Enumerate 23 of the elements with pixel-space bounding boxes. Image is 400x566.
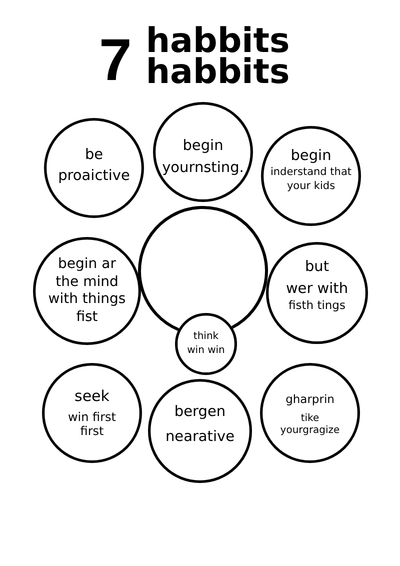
bubble-circle bbox=[260, 363, 360, 463]
bubble-text: inderstand that your kids bbox=[269, 166, 353, 193]
bubble-circle bbox=[42, 363, 142, 463]
bubble-circle bbox=[266, 242, 368, 344]
bubble-text: begin ar the mind with things fist bbox=[47, 256, 127, 326]
bubble-text: begin yournsting. bbox=[161, 137, 245, 178]
bubble-text: begin bbox=[290, 147, 332, 166]
bubble-text: think win win bbox=[186, 330, 226, 358]
bubble-text: win first first bbox=[66, 410, 118, 439]
bubble-text: wer with bbox=[284, 280, 350, 298]
bubble-text: but bbox=[304, 258, 330, 276]
bubble-circle bbox=[44, 118, 144, 218]
bubble-circle bbox=[261, 126, 361, 226]
bubble-text: tike yourgragize bbox=[279, 412, 341, 438]
bubble-text: gharprin bbox=[284, 392, 336, 407]
bubble-text: bergen nearative bbox=[164, 402, 236, 447]
bubble-text: be proaictive bbox=[57, 146, 131, 186]
bubble-circle bbox=[148, 379, 252, 483]
bubble-circle bbox=[153, 102, 253, 202]
bubble-circle bbox=[175, 313, 237, 375]
bubble-circle bbox=[33, 237, 141, 345]
bubble-text: seek bbox=[74, 387, 110, 406]
bubble-text: fisth tings bbox=[288, 298, 346, 312]
